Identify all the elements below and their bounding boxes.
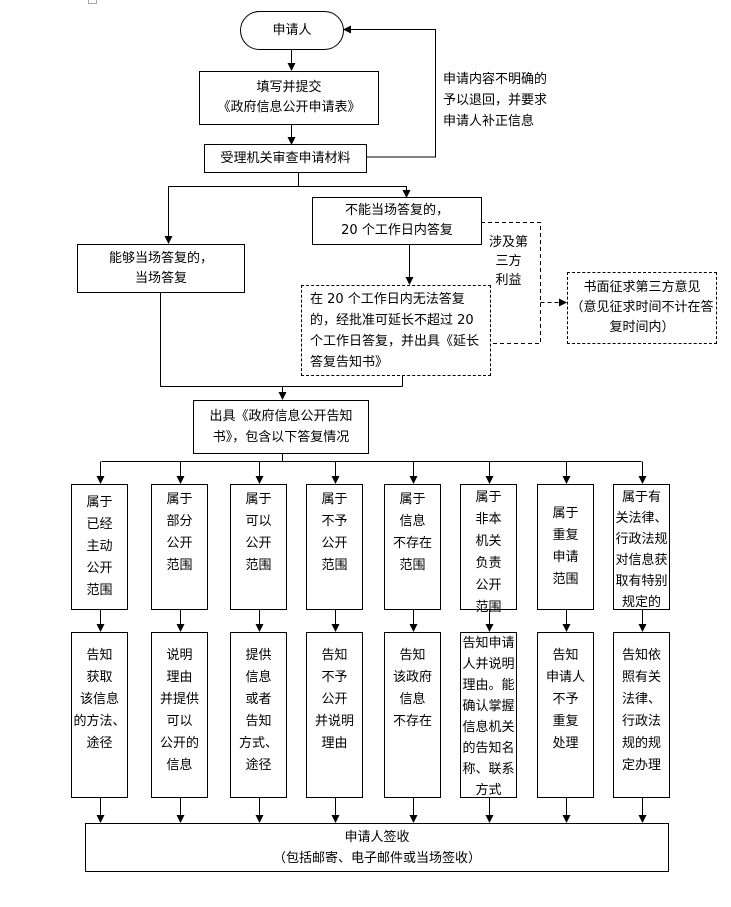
- category-condition: 属于 不予 公开 范围: [306, 484, 363, 610]
- category-condition: 属于有 关法律、 行政法规 对信息获 取有特别 规定的: [613, 484, 670, 610]
- category-condition-label: 属于有 关法律、 行政法规 对信息获 取有特别 规定的: [615, 490, 668, 610]
- category-action: 告知申请 人并说明 理由。能 确认掌握 信息机关 的告知名 称、联系 方式: [460, 632, 517, 798]
- category-action-label: 告知 申请人 不予 重复 处理: [545, 648, 585, 751]
- category-condition: 属于 已经 主动 公开 范围: [71, 484, 128, 610]
- category-condition: 属于 重复 申请 范围: [537, 484, 594, 610]
- category-action-label: 说明 理由 并提供 可以 公开的 信息: [159, 648, 199, 773]
- category-condition-label: 属于 非本 机关 负责 公开 范围: [475, 490, 502, 615]
- arrow-return-loop: [343, 25, 436, 158]
- category-condition: 属于 可以 公开 范围: [230, 484, 287, 610]
- fill-form-label: 填写并提交 《政府信息公开申请表》: [217, 80, 361, 115]
- category-action-label: 告知依 照有关 法律、 行政法 规的规 定办理: [621, 648, 661, 773]
- category-condition-label: 属于 部分 公开 范围: [166, 492, 193, 573]
- start-applicant: 申请人: [240, 11, 344, 50]
- category-action: 告知依 照有关 法律、 行政法 规的规 定办理: [613, 632, 670, 798]
- third-party-opinion-label: 书面征求第三方意见 （意见征求时间不计在答复时间内）: [570, 280, 714, 335]
- notice-step: 出具《政府信息公开告知 书》，包含以下答复情况: [193, 400, 369, 454]
- return-note: 申请内容不明确的 予以退回，并要求 申请人补正信息: [443, 72, 548, 129]
- category-action-label: 提供 信息 或者 告知 方式、 途径: [238, 648, 278, 773]
- notice-label: 出具《政府信息公开告知 书》，包含以下答复情况: [209, 409, 353, 445]
- immediate-reply: 能够当场答复的， 当场答复: [77, 244, 245, 293]
- category-condition: 属于 非本 机关 负责 公开 范围: [460, 484, 517, 615]
- arrow-to-immediate: [164, 186, 299, 244]
- category-action: 告知 获取 该信息 的方法、 途径: [71, 632, 128, 798]
- category-action-label: 告知 该政府 信息 不存在: [392, 648, 432, 729]
- category-condition: 属于 信息 不存在 范围: [384, 484, 441, 610]
- connector-immediate-merge: [160, 292, 403, 387]
- category-action: 说明 理由 并提供 可以 公开的 信息: [151, 632, 208, 798]
- third-party-condition: 涉及第 三方 利益: [489, 235, 529, 288]
- category-condition-label: 属于 重复 申请 范围: [552, 506, 579, 587]
- category-condition: 属于 部分 公开 范围: [151, 484, 208, 610]
- fill-form-step: 填写并提交 《政府信息公开申请表》: [199, 71, 379, 125]
- category-action: 告知 申请人 不予 重复 处理: [537, 632, 594, 798]
- category-condition-label: 属于 信息 不存在 范围: [392, 492, 432, 573]
- third-party-bracket: [481, 222, 541, 344]
- category-action: 告知 不予 公开 并说明 理由: [306, 632, 363, 798]
- applicant-sign: 申请人签收 （包括邮寄、电子邮件或当场签收）: [85, 823, 669, 872]
- category-condition-label: 属于 可以 公开 范围: [245, 492, 272, 573]
- review-step: 受理机关审查申请材料: [204, 144, 367, 173]
- start-label: 申请人: [272, 22, 312, 38]
- not-immediate-reply: 不能当场答复的， 20 个工作日内答复: [312, 197, 482, 245]
- sign-label: 申请人签收 （包括邮寄、电子邮件或当场签收）: [272, 829, 481, 866]
- category-action-label: 告知申请 人并说明 理由。能 确认掌握 信息机关 的告知名 称、联系 方式: [462, 636, 515, 798]
- third-party-opinion: 书面征求第三方意见 （意见征求时间不计在答复时间内）: [567, 272, 717, 344]
- review-label: 受理机关审查申请材料: [220, 150, 351, 166]
- anchor-marker: [88, 0, 97, 4]
- arrow-to-not-immediate: [298, 186, 411, 198]
- extension-label: 在 20 个工作日内无法答复的，经批准可延长不超过 20 个工作日答复，并出具《…: [310, 291, 480, 370]
- category-action-label: 告知 获取 该信息 的方法、 途径: [73, 648, 126, 751]
- category-condition-label: 属于 已经 主动 公开 范围: [86, 495, 113, 598]
- category-action: 提供 信息 或者 告知 方式、 途径: [230, 632, 287, 798]
- category-action: 告知 该政府 信息 不存在: [384, 632, 441, 798]
- extension-step: 在 20 个工作日内无法答复的，经批准可延长不超过 20 个工作日答复，并出具《…: [301, 285, 491, 376]
- not-immediate-label: 不能当场答复的， 20 个工作日内答复: [341, 203, 453, 238]
- immediate-label: 能够当场答复的， 当场答复: [108, 250, 213, 286]
- category-condition-label: 属于 不予 公开 范围: [321, 492, 348, 573]
- category-action-label: 告知 不予 公开 并说明 理由: [314, 648, 354, 751]
